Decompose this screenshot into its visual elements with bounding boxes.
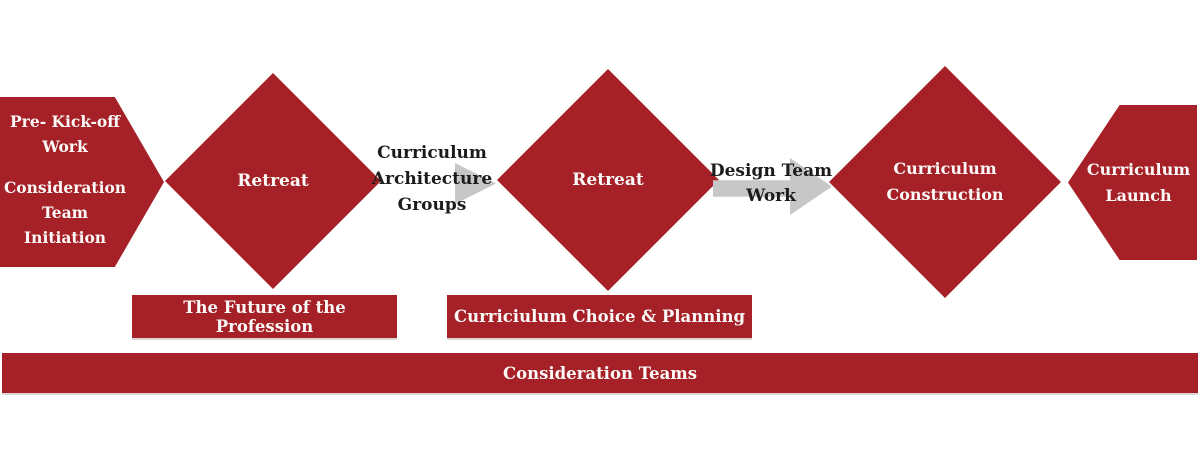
pre-kickoff-work-line: Pre- Kick-off — [10, 111, 120, 131]
design-team-work-line: Design Team — [709, 161, 833, 181]
architecture-groups-line: Curriculum — [377, 143, 487, 163]
consideration-teams-label: Consideration Teams — [502, 363, 698, 383]
design-team-work-line: Work — [746, 186, 796, 206]
curriculum-launch-line: Curriculum — [1086, 159, 1191, 179]
curriculum-construction-line: Curriculum — [893, 159, 997, 178]
curriculum-construction-diamond: Curriculum Construction — [829, 66, 1061, 298]
pre-kickoff-work-label: Pre- Kick-off Work — [10, 109, 120, 159]
architecture-groups-label: Curriculum Architecture Groups — [362, 140, 502, 218]
consideration-team-initiation-label: Consideration Team Initiation — [4, 175, 126, 250]
curriculum-construction-line: Construction — [886, 185, 1004, 204]
future-of-profession-label: The Future of the Profession — [183, 297, 346, 336]
curriculum-choice-planning-bar: Curriciulum Choice & Planning — [447, 295, 752, 338]
future-of-profession-bar: The Future of the Profession — [132, 295, 397, 338]
curriculum-launch-label: Curriculum Launch — [1087, 157, 1190, 209]
curriculum-launch-shape: Curriculum Launch — [1068, 105, 1197, 260]
architecture-groups-line: Architecture — [371, 169, 493, 189]
retreat-1-diamond: Retreat — [165, 73, 381, 289]
curriculum-launch-line: Launch — [1105, 185, 1172, 205]
consideration-team-line: Team — [41, 202, 89, 222]
curriculum-construction-label: Curriculum Construction — [886, 156, 1003, 208]
pre-kickoff-work-line: Work — [42, 136, 88, 156]
consideration-teams-bar: Consideration Teams — [2, 353, 1198, 393]
curriculum-choice-planning-label: Curriciulum Choice & Planning — [453, 307, 746, 326]
consideration-team-line: Consideration — [3, 177, 127, 197]
retreat-1-label: Retreat — [237, 171, 309, 191]
retreat-2-label: Retreat — [572, 170, 644, 190]
consideration-team-line: Initiation — [23, 227, 107, 247]
pre-kickoff-shape: Pre- Kick-off Work Consideration Team In… — [0, 97, 164, 267]
retreat-2-diamond: Retreat — [497, 69, 719, 291]
design-team-work-label: Design Team Work — [701, 159, 841, 209]
architecture-groups-line: Groups — [397, 195, 467, 215]
